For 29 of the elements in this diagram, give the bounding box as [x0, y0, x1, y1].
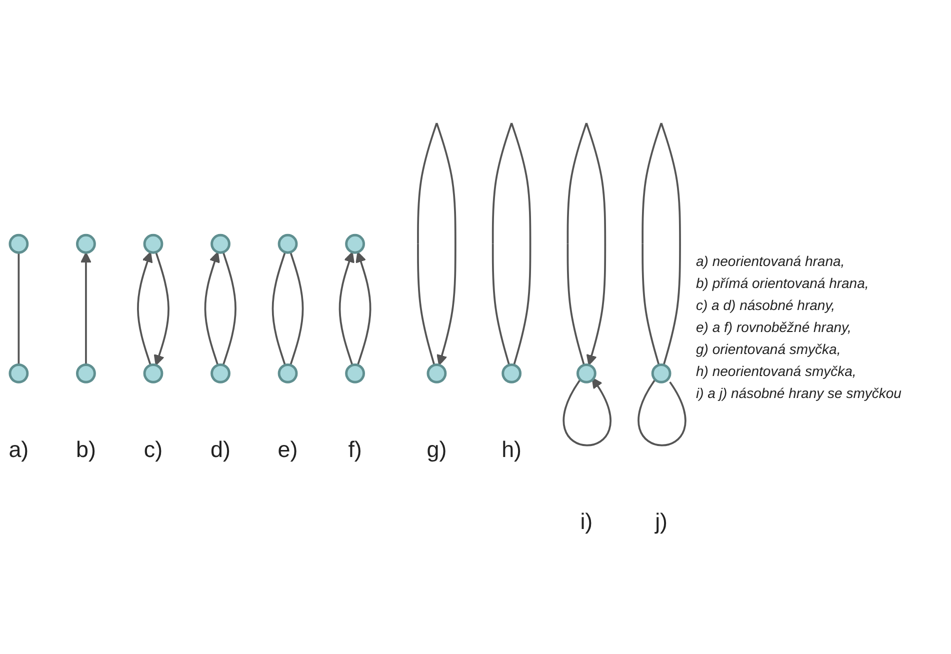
- edge-arrow: [137, 251, 153, 366]
- subfigure-caption: f): [348, 436, 362, 462]
- edge-arrow: [154, 252, 170, 366]
- legend-note: a) neorientovaná hrana,: [696, 253, 846, 269]
- subfigure-caption: i): [580, 508, 593, 534]
- subfigure-caption: a): [8, 436, 29, 462]
- legend-note: c) a d) násobné hrany,: [696, 297, 836, 313]
- legend-note: g) orientovaná smyčka,: [696, 341, 842, 357]
- edge-arrow: [492, 122, 532, 366]
- subfigure-caption: d): [210, 436, 230, 462]
- edge-arrow: [204, 251, 220, 366]
- subfigure-caption: h): [502, 436, 522, 462]
- edge-arrow: [356, 251, 372, 366]
- edge-arrow: [566, 122, 606, 366]
- subfigure-caption: c): [144, 436, 163, 462]
- subfigure-caption: g): [426, 436, 447, 462]
- subfigure-caption: e): [278, 436, 298, 462]
- legend-note: h) neorientovaná smyčka,: [696, 363, 858, 379]
- loop-edge: [638, 378, 686, 446]
- edge-arrow: [642, 122, 681, 366]
- subfigure-caption: b): [76, 436, 96, 462]
- legend-note: i) a j) násobné hrany se smyčkou: [696, 385, 902, 401]
- edge-arrow: [338, 251, 354, 366]
- legend-note: b) přímá orientovaná hrana,: [696, 275, 870, 291]
- edge-arrow: [417, 122, 456, 366]
- loop-edge: [563, 376, 612, 446]
- legend-note: e) a f) rovnoběžné hrany,: [696, 319, 852, 335]
- edge-arrow: [80, 252, 92, 364]
- subfigure-caption: j): [655, 508, 668, 534]
